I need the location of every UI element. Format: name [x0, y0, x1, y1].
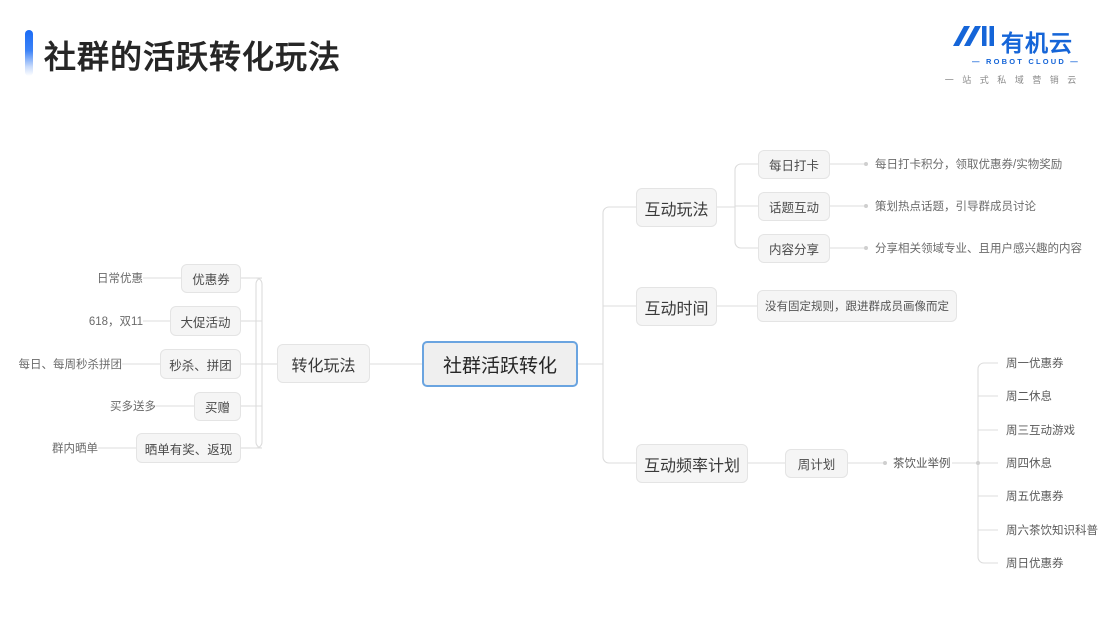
left-child-4[interactable]: 晒单有奖、返现 [136, 433, 241, 463]
play-desc-1: 策划热点话题，引导群成员讨论 [875, 201, 1036, 213]
weekday-item-5: 周六茶饮知识科普 [1006, 525, 1098, 537]
center-node[interactable]: 社群活跃转化 [422, 341, 578, 387]
frequency-child-week-plan[interactable]: 周计划 [785, 449, 848, 478]
left-child-2[interactable]: 秒杀、拼团 [160, 349, 241, 379]
left-child-1[interactable]: 大促活动 [170, 306, 241, 336]
weekday-item-4: 周五优惠券 [1006, 491, 1064, 503]
left-note-1: 618，双11 [88, 316, 143, 328]
robot-cloud-mark-icon [951, 24, 997, 55]
branch-node-interaction-frequency[interactable]: 互动频率计划 [636, 444, 748, 483]
time-child-0[interactable]: 没有固定规则，跟进群成员画像而定 [757, 290, 957, 322]
branch-node-interaction-time[interactable]: 互动时间 [636, 287, 717, 326]
logo-tagline: 一 站 式 私 域 营 销 云 [944, 75, 1080, 85]
left-note-0: 日常优惠 [97, 273, 143, 285]
frequency-example-label: 茶饮业举例 [893, 458, 951, 470]
play-child-1[interactable]: 话题互动 [758, 192, 830, 221]
left-child-0[interactable]: 优惠券 [181, 264, 241, 293]
left-note-4: 群内晒单 [52, 443, 98, 455]
page-title: 社群的活跃转化玩法 [44, 39, 342, 75]
title-accent-bar [25, 30, 33, 76]
weekday-item-2: 周三互动游戏 [1006, 425, 1075, 437]
logo-name-en: — ROBOT CLOUD — [972, 57, 1080, 66]
logo-name-cn: 有机云 [1001, 30, 1073, 56]
play-child-0[interactable]: 每日打卡 [758, 150, 830, 179]
play-child-2[interactable]: 内容分享 [758, 234, 830, 263]
brand-logo: 有机云 — ROBOT CLOUD — 一 站 式 私 域 营 销 云 [942, 24, 1082, 86]
left-note-2: 每日、每周秒杀拼团 [18, 359, 123, 371]
weekday-item-3: 周四休息 [1006, 458, 1052, 470]
weekday-item-1: 周二休息 [1006, 391, 1052, 403]
branch-node-interaction-play[interactable]: 互动玩法 [636, 188, 717, 227]
left-child-3[interactable]: 买赠 [194, 392, 241, 421]
left-note-3: 买多送多 [110, 401, 156, 413]
weekday-item-6: 周日优惠券 [1006, 558, 1064, 570]
weekday-item-0: 周一优惠券 [1006, 358, 1064, 370]
play-desc-2: 分享相关领域专业、且用户感兴趣的内容 [875, 243, 1082, 255]
branch-node-conversion[interactable]: 转化玩法 [277, 344, 370, 383]
play-desc-0: 每日打卡积分，领取优惠券/实物奖励 [875, 159, 1063, 171]
